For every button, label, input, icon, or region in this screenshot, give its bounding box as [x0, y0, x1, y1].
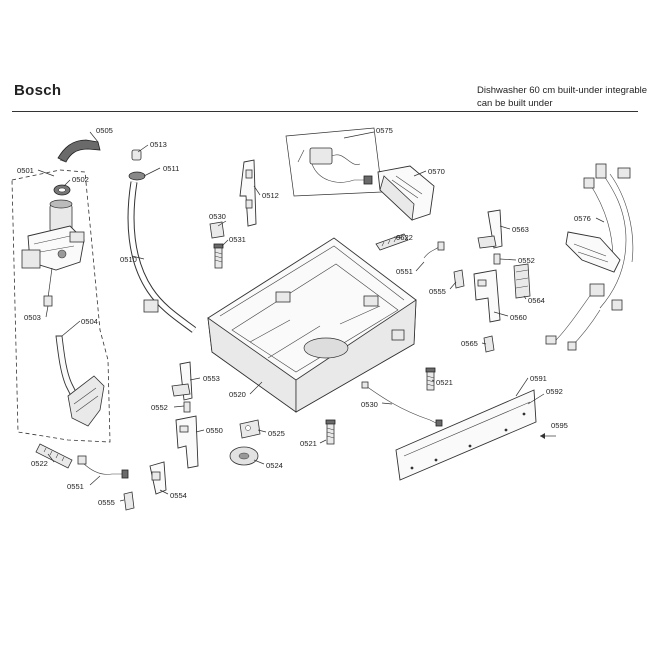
leader-lines: [37, 131, 605, 502]
part-disk-0524: [229, 446, 259, 466]
brand-title: Bosch: [14, 82, 62, 99]
callout-0591: 0591: [530, 374, 547, 383]
sub-assembly-0575-outline: [285, 127, 383, 197]
callout-0530-lower: 0530: [361, 400, 378, 409]
model-description: Dishwasher 60 cm built-under integrable …: [477, 84, 647, 110]
callout-0570: 0570: [428, 167, 445, 176]
part-sensor-0503: [43, 267, 53, 307]
callout-0592: 0592: [546, 387, 563, 396]
callout-0555-upper: 0555: [429, 287, 446, 296]
callout-0530-upper: 0530: [209, 212, 226, 221]
part-pump-assembly-0501: [21, 199, 85, 271]
part-drain-hose-0504: [55, 335, 105, 427]
callout-0511: 0511: [163, 164, 179, 173]
header-divider: [12, 111, 638, 112]
part-screw-0521-right: [425, 367, 436, 391]
model-line-2: can be built under: [477, 98, 553, 109]
callout-0551-lower: 0551: [67, 482, 84, 491]
callout-0552-upper: 0552: [518, 256, 535, 265]
callout-0520: 0520: [229, 390, 246, 399]
callout-0554: 0554: [170, 491, 187, 500]
callout-0553: 0553: [203, 374, 220, 383]
callout-0622: 0622: [396, 233, 413, 242]
assembly-group-outline: [11, 169, 111, 443]
callout-0550: 0550: [206, 426, 223, 435]
part-screw-0531: [213, 243, 224, 269]
part-hinge-0560: [473, 269, 501, 323]
callout-0551-upper: 0551: [396, 267, 413, 276]
callout-0524: 0524: [266, 461, 283, 470]
part-sensor-0551-upper: [423, 241, 445, 259]
part-0530-upper: [209, 221, 225, 239]
callout-0565: 0565: [461, 339, 478, 348]
part-0522: [35, 443, 73, 469]
part-0555-upper: [453, 269, 465, 289]
callout-0510: 0510: [120, 255, 137, 264]
part-0595-arrow: [540, 433, 556, 439]
callout-0521-right: 0521: [436, 378, 453, 387]
part-0525: [239, 419, 261, 439]
part-hinge-0563: [477, 209, 503, 249]
callout-0595: 0595: [551, 421, 568, 430]
callout-0552-lower: 0552: [151, 403, 168, 412]
part-0565: [483, 335, 495, 353]
model-line-1: Dishwasher 60 cm built-under integrable: [477, 85, 648, 96]
callout-0576: 0576: [574, 214, 591, 223]
part-0564: [513, 263, 531, 299]
callout-0512: 0512: [262, 191, 279, 200]
callout-0502: 0502: [72, 175, 89, 184]
callout-0560: 0560: [510, 313, 527, 322]
part-0554: [149, 461, 167, 495]
part-screw-0521-lower: [325, 419, 336, 445]
callout-0521-lower: 0521: [300, 439, 317, 448]
part-control-module-0570: [377, 165, 435, 221]
part-spring-0552-upper: [493, 253, 501, 265]
part-cable-0530-lower: [361, 381, 443, 427]
part-clip-0513: [131, 149, 142, 161]
callout-0504: 0504: [81, 317, 98, 326]
callout-0575: 0575: [376, 126, 393, 135]
part-valve-0575: [297, 147, 373, 185]
part-wiring-harness-0576: [545, 163, 634, 351]
callout-labels: 0505 0501 0502 0503 0504 0513 0511 0510 …: [17, 126, 591, 507]
part-hose-0510: [127, 181, 197, 333]
callout-0505: 0505: [96, 126, 113, 135]
callout-0531: 0531: [229, 235, 246, 244]
part-kickplate-0591: [395, 389, 537, 481]
callout-0522: 0522: [31, 459, 48, 468]
part-spring-0552-lower: [183, 401, 191, 413]
callout-0525: 0525: [268, 429, 285, 438]
callout-0563: 0563: [512, 225, 529, 234]
part-0555-lower: [123, 491, 135, 511]
callout-0555-lower: 0555: [98, 498, 115, 507]
part-clamp-0511: [128, 171, 146, 181]
part-hinge-0550: [175, 415, 199, 469]
part-sensor-0551-lower: [77, 455, 129, 479]
callout-0513: 0513: [150, 140, 167, 149]
callout-0501: 0501: [17, 166, 34, 175]
part-base-frame-0520: [207, 237, 417, 413]
callout-0564: 0564: [528, 296, 545, 305]
part-hose-0505: [57, 139, 101, 163]
part-hinge-0553: [171, 361, 193, 401]
callout-0503: 0503: [24, 313, 41, 322]
part-bracket-0512: [239, 159, 257, 227]
